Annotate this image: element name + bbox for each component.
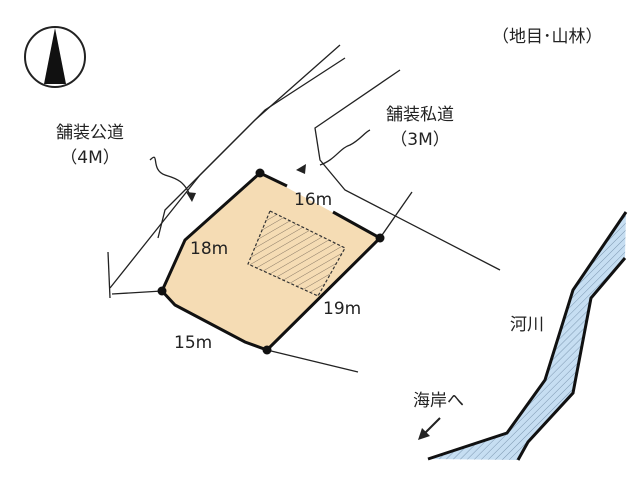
private-road-width: （3M）	[390, 130, 450, 150]
corner-markers	[157, 168, 385, 355]
north-arrow-icon	[24, 26, 86, 88]
road-lines	[107, 44, 501, 373]
dimension-top: 16m	[294, 190, 333, 210]
river-label: 河川	[510, 315, 544, 335]
building-footprint	[247, 210, 346, 297]
public-road-name: 舗装公道	[56, 123, 124, 143]
arrow-private-road-icon	[296, 164, 306, 174]
river	[428, 212, 626, 460]
land-category-label: （地目･山林）	[492, 27, 603, 47]
arrow-public-road-icon	[186, 192, 196, 202]
dimension-right: 19m	[323, 299, 362, 319]
public-road-label: 舗装公道 （4M）	[40, 118, 140, 168]
private-road-name: 舗装私道	[386, 105, 454, 125]
coast-direction-label: 海岸へ	[413, 391, 464, 411]
private-road-label: 舗装私道 （3M）	[370, 100, 470, 150]
public-road-width: （4M）	[60, 148, 120, 168]
plot-boundary	[160, 171, 383, 352]
dimension-left: 18m	[190, 239, 229, 259]
arrow-coast-icon	[418, 417, 441, 440]
dimension-bottom: 15m	[174, 333, 213, 353]
